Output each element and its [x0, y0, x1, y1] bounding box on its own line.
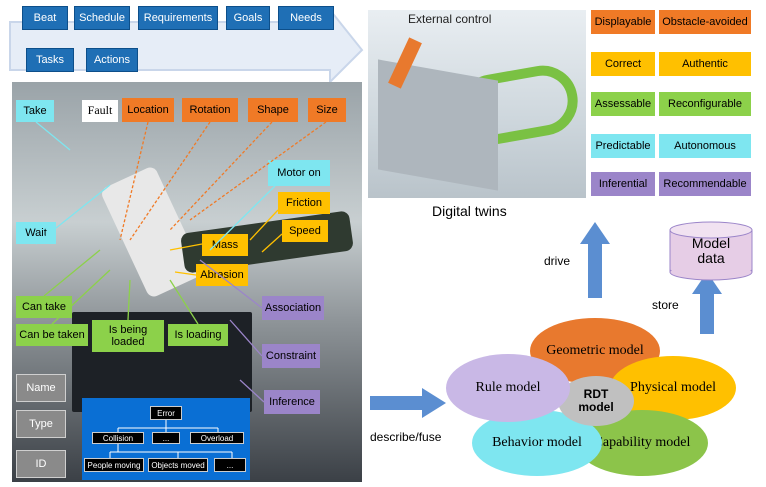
goals-box: Goals — [226, 6, 270, 30]
describe-fuse-label: describe/fuse — [370, 430, 442, 444]
tree-node-ellipsis-2: ... — [214, 458, 246, 472]
rotation-label: Rotation — [182, 98, 238, 122]
error-tree: Error Collision ... Overload People movi… — [82, 398, 250, 480]
wait-label: Wait — [16, 222, 56, 244]
name-label: Name — [16, 374, 66, 402]
property-authentic: Authentic — [659, 52, 751, 76]
model-data-label: Model data — [691, 235, 731, 267]
property-inferential: Inferential — [591, 172, 655, 196]
property-reconfigurable: Reconfigurable — [659, 92, 751, 116]
tree-node-objects-moved: Objects moved — [148, 458, 208, 472]
fault-label: Fault — [82, 100, 118, 122]
tree-connectors — [109, 420, 233, 458]
capability-model-label: Capability model — [593, 435, 691, 450]
rdt-center-ellipse: RDT model — [558, 376, 634, 426]
motor-on-label: Motor on — [268, 160, 330, 186]
association-label: Association — [262, 296, 324, 320]
property-obstacle-avoided: Obstacle-avoided — [659, 10, 751, 34]
tree-node-ellipsis-1: ... — [152, 432, 180, 444]
actions-box: Actions — [86, 48, 138, 72]
rule-model-ellipse: Rule model — [446, 354, 570, 422]
speed-label: Speed — [282, 220, 328, 242]
constraint-label: Constraint — [262, 344, 320, 368]
physical-model-label: Physical model — [630, 380, 716, 395]
size-label: Size — [308, 98, 346, 122]
friction-label: Friction — [278, 192, 330, 214]
property-predictable: Predictable — [591, 134, 655, 158]
geometric-model-label: Geometric model — [546, 343, 644, 358]
digital-twins-caption: Digital twins — [432, 203, 507, 219]
rdt-center-label: RDT model — [578, 386, 614, 414]
tree-node-error: Error — [150, 406, 182, 420]
right-arrows — [370, 222, 722, 418]
type-label: Type — [16, 410, 66, 438]
is-loading-label: Is loading — [168, 324, 228, 346]
abrasion-label: Abrasion — [196, 264, 248, 286]
store-label: store — [652, 298, 679, 312]
property-autonomous: Autonomous — [659, 134, 751, 158]
tree-node-collision: Collision — [92, 432, 144, 444]
rule-model-label: Rule model — [475, 380, 541, 395]
location-label: Location — [122, 98, 174, 122]
needs-box: Needs — [278, 6, 334, 30]
property-recommendable: Recommendable — [659, 172, 751, 196]
drive-label: drive — [544, 254, 571, 268]
schedule-box: Schedule — [74, 6, 130, 30]
id-label: ID — [16, 450, 66, 478]
render-title: External control — [408, 12, 492, 26]
shape-label: Shape — [248, 98, 298, 122]
tree-node-overload: Overload — [190, 432, 244, 444]
behavior-model-label: Behavior model — [492, 435, 582, 450]
can-take-label: Can take — [16, 296, 72, 318]
property-correct: Correct — [591, 52, 655, 76]
is-being-loaded-label: Is being loaded — [92, 320, 164, 352]
tasks-box: Tasks — [26, 48, 74, 72]
pointer-lines — [35, 121, 327, 403]
requirements-box: Requirements — [138, 6, 218, 30]
property-assessable: Assessable — [591, 92, 655, 116]
inference-label: Inference — [264, 390, 320, 414]
beat-box: Beat — [22, 6, 68, 30]
model-data-cylinder — [669, 221, 753, 281]
take-label: Take — [16, 100, 54, 122]
can-be-taken-label: Can be taken — [16, 324, 88, 346]
digital-twin-render: External control — [368, 10, 586, 198]
tree-node-people-moving: People moving — [84, 458, 144, 472]
property-displayable: Displayable — [591, 10, 655, 34]
